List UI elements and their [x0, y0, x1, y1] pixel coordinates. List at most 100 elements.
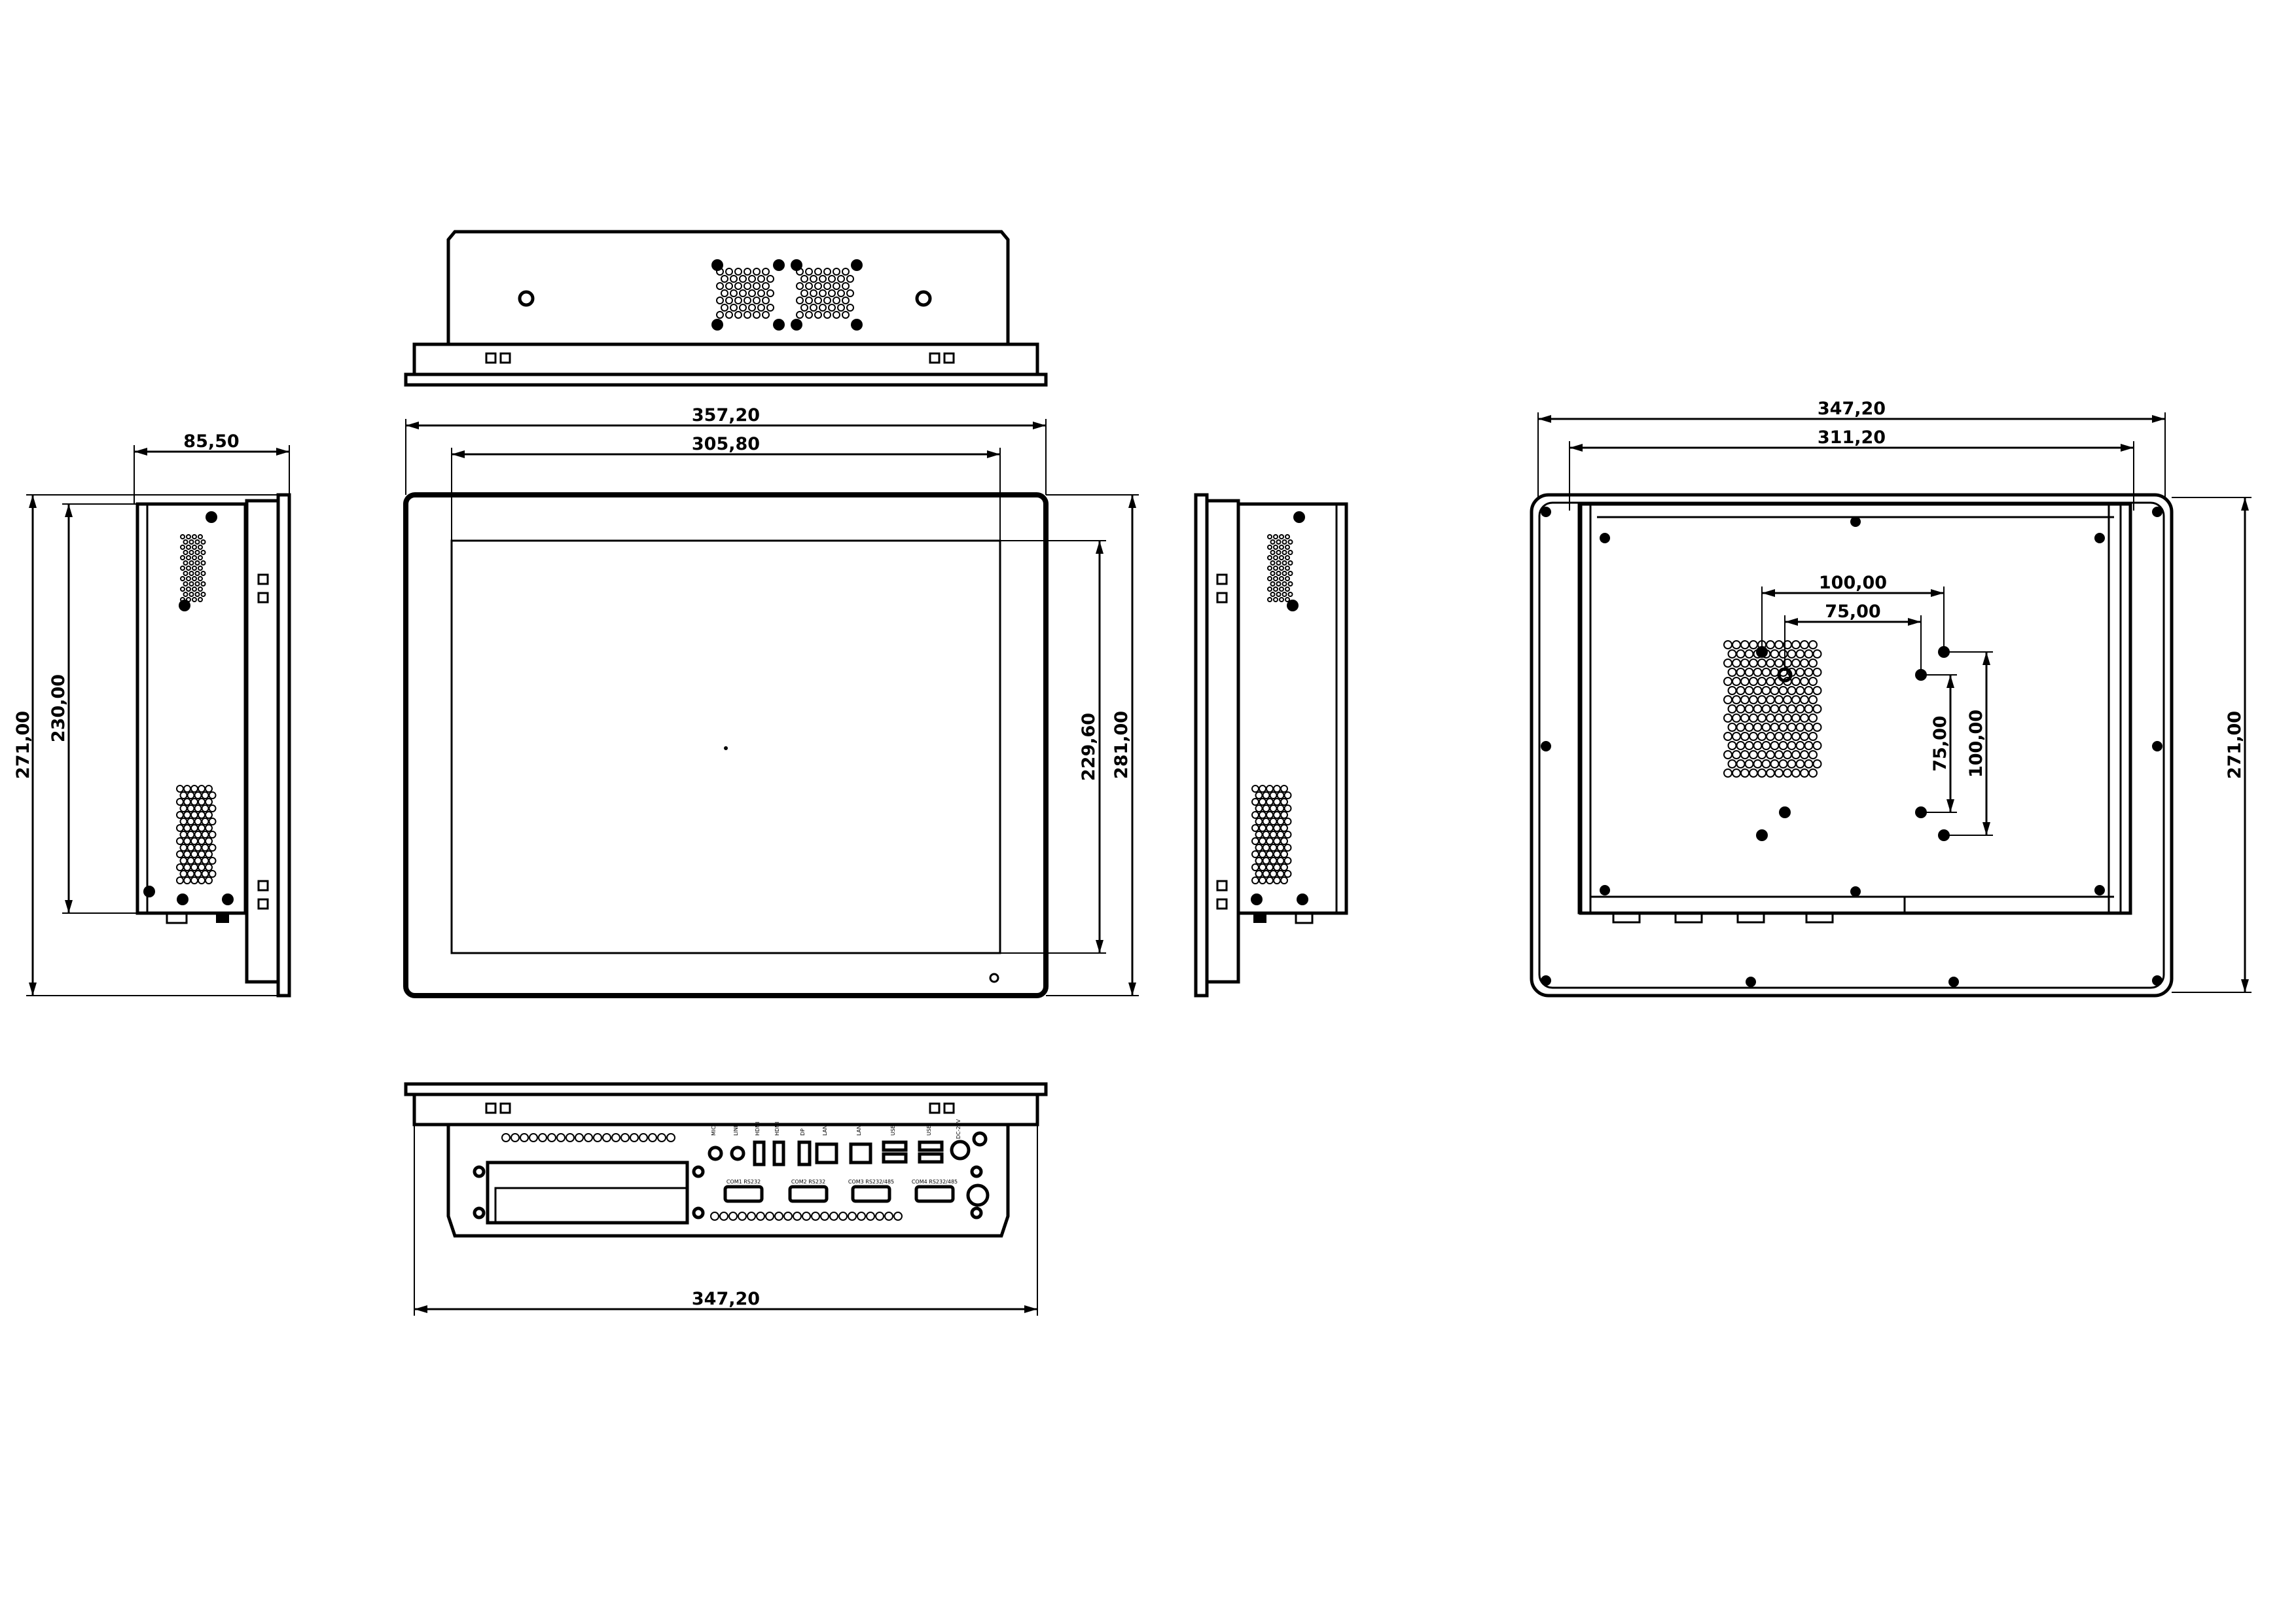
vent-hole	[1808, 732, 1818, 741]
ground-icon	[972, 1131, 988, 1147]
vent-hole	[194, 550, 200, 555]
vent-hole	[716, 311, 724, 319]
vent-hole	[208, 870, 217, 878]
vent-hole	[1251, 798, 1259, 806]
vent-hole	[848, 1212, 857, 1221]
vent-hole	[721, 275, 728, 283]
vent-hole	[796, 311, 804, 319]
vent-hole	[716, 297, 724, 304]
vent-hole	[1740, 640, 1749, 649]
vent-hole	[190, 824, 198, 832]
dim-front-height-outer: 281,00	[1111, 711, 1132, 779]
vent-hole	[1749, 732, 1758, 741]
vent-hole	[1778, 759, 1788, 768]
vent-hole	[1269, 831, 1278, 839]
vent-hole	[1744, 668, 1754, 677]
port-label: MIC	[711, 1126, 717, 1136]
vent-hole	[1791, 695, 1801, 704]
vent-hole	[205, 798, 213, 806]
vent-hole	[730, 275, 738, 283]
vent-hole	[1727, 723, 1737, 732]
vent-hole	[188, 550, 194, 555]
vent-hole	[1273, 555, 1278, 560]
vent-hole	[1795, 723, 1805, 732]
vent-hole	[187, 804, 195, 812]
vent-hole	[765, 1212, 774, 1221]
vent-hole	[1267, 545, 1272, 550]
vent-hole	[1251, 824, 1259, 832]
vent-hole	[842, 268, 850, 276]
vent-hole	[796, 282, 804, 290]
vent-hole	[208, 857, 217, 865]
vent-hole	[1727, 759, 1737, 768]
vent-hole	[748, 275, 756, 283]
vent-hole	[1774, 640, 1784, 649]
vent-hole	[190, 837, 198, 845]
vent-hole	[180, 555, 185, 560]
vent-hole	[1259, 850, 1266, 858]
vent-hole	[753, 268, 761, 276]
port-label: HDMI	[774, 1122, 780, 1136]
dim-vesa-100-vertical: 100,00	[1966, 710, 1986, 778]
vent-hole	[1279, 566, 1284, 571]
vent-hole	[833, 268, 840, 276]
vent-hole	[757, 304, 765, 312]
port-label: HDMI	[755, 1122, 761, 1136]
vent-hole	[180, 545, 185, 550]
vent-hole	[829, 1212, 838, 1221]
vent-hole	[756, 1212, 765, 1221]
vent-hole	[744, 297, 751, 304]
vent-hole	[1761, 704, 1771, 713]
vent-hole	[1266, 876, 1274, 884]
com-port-icon	[851, 1185, 891, 1203]
vent-hole	[739, 289, 747, 297]
vent-hole	[753, 311, 761, 319]
vent-hole	[1270, 581, 1276, 586]
vent-hole	[837, 289, 845, 297]
vent-hole	[180, 586, 185, 592]
dim-side-height-outer: 271,00	[13, 711, 33, 779]
vent-hole	[1267, 534, 1272, 539]
vent-hole	[1800, 677, 1809, 686]
vent-hole	[1740, 768, 1749, 778]
vent-hole	[800, 289, 808, 297]
vent-hole	[748, 289, 756, 297]
dim-front-height-inner: 229,60	[1079, 713, 1099, 781]
vent-hole	[194, 818, 202, 825]
vent-hole	[1791, 677, 1801, 686]
vent-hole	[1273, 798, 1281, 806]
vent-hole	[205, 876, 213, 884]
vent-hole	[802, 1212, 811, 1221]
vent-hole	[823, 297, 831, 304]
com-label: COM2 RS232	[791, 1179, 825, 1185]
vent-hole	[187, 791, 195, 799]
vent-hole	[198, 566, 203, 571]
usb-port-icon	[918, 1140, 944, 1152]
vent-hole	[1778, 649, 1788, 659]
vent-hole	[198, 850, 206, 858]
dim-bottom-width: 347,20	[692, 1289, 760, 1309]
vent-hole	[183, 863, 191, 871]
vent-hole	[1787, 741, 1797, 750]
vent-hole	[194, 581, 200, 586]
vent-hole	[1744, 649, 1754, 659]
vent-hole	[1273, 850, 1281, 858]
vent-hole	[1262, 831, 1270, 839]
com-label: COM4 RS232/485	[912, 1179, 958, 1185]
vent-hole	[766, 275, 774, 283]
vent-hole	[1808, 750, 1818, 759]
vent-hole	[1262, 791, 1270, 799]
left-side-view	[135, 493, 291, 998]
vent-hole	[1783, 732, 1792, 741]
vent-hole	[793, 1212, 802, 1221]
vent-hole	[1723, 713, 1732, 723]
vent-hole	[179, 804, 188, 812]
vent-hole	[734, 311, 742, 319]
vent-hole	[186, 597, 191, 602]
vent-hole	[1791, 750, 1801, 759]
vent-hole	[1761, 668, 1771, 677]
vent-hole	[766, 289, 774, 297]
right-side-vent-bottom	[1251, 785, 1292, 884]
vent-hole	[194, 791, 202, 799]
rear-dimensions: 347,20 311,20 100,00 75,00 75,00 100,00	[1537, 399, 2251, 993]
